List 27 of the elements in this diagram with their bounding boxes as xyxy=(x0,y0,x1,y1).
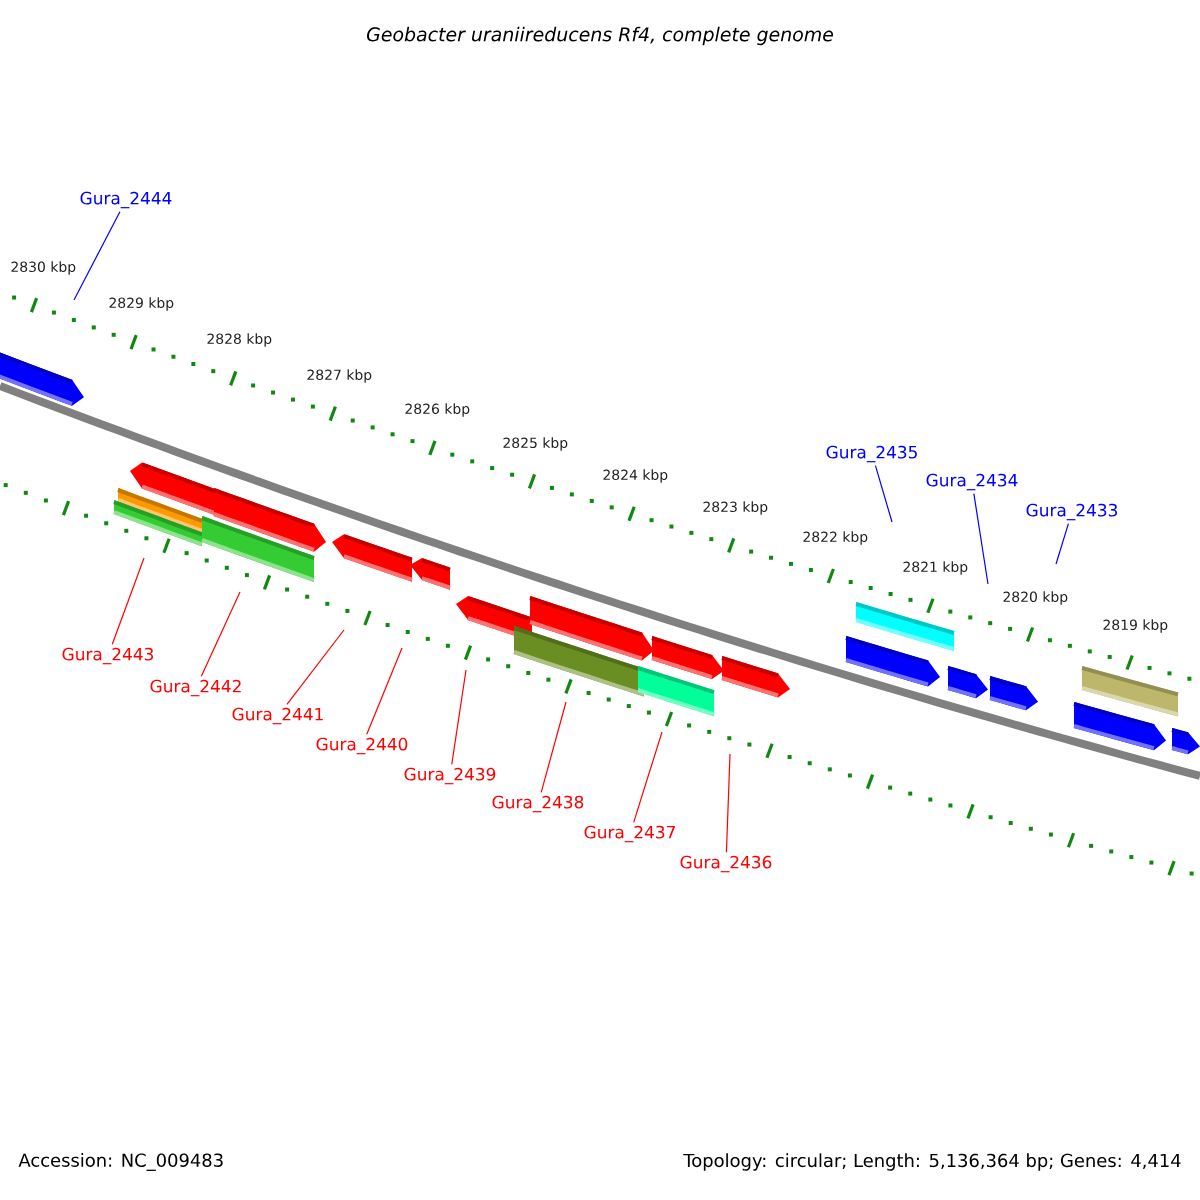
leader-line xyxy=(200,591,241,677)
gene-label: Gura_2441 xyxy=(232,707,323,725)
leader-line xyxy=(973,493,989,585)
leader-line xyxy=(1055,523,1069,565)
gene-label: Gura_2433 xyxy=(1026,503,1118,521)
gene-label: Gura_2434 xyxy=(926,473,1018,491)
gene-label: Gura_2438 xyxy=(492,795,584,813)
leader-line xyxy=(366,647,403,735)
leader-line xyxy=(633,731,663,823)
leader-line xyxy=(451,669,467,765)
gene-label: Gura_2440 xyxy=(316,737,408,755)
title: Geobacter uraniireducens Rf4, complete genome xyxy=(367,26,834,46)
leader-line xyxy=(725,753,731,853)
gene-label: Gura_2443 xyxy=(62,647,153,665)
gene-label: Gura_2436 xyxy=(680,855,772,873)
leader-line xyxy=(874,465,893,523)
gene-label: Gura_2437 xyxy=(584,825,675,843)
leader-line xyxy=(111,557,145,645)
footer-text: Topology: circular; Length: 5,136,364 bp; Genes: 4,414 xyxy=(683,1153,1181,1171)
gene-label: Gura_2435 xyxy=(826,445,917,463)
gene-label: Gura_2442 xyxy=(150,679,241,697)
gene-label: Gura_2439 xyxy=(404,767,496,785)
leader-line xyxy=(540,701,567,793)
gene-label: Gura_2444 xyxy=(80,191,172,209)
footer-text: Accession: NC_009483 xyxy=(18,1153,223,1171)
leader-line xyxy=(73,211,121,301)
leader-line xyxy=(286,629,345,705)
